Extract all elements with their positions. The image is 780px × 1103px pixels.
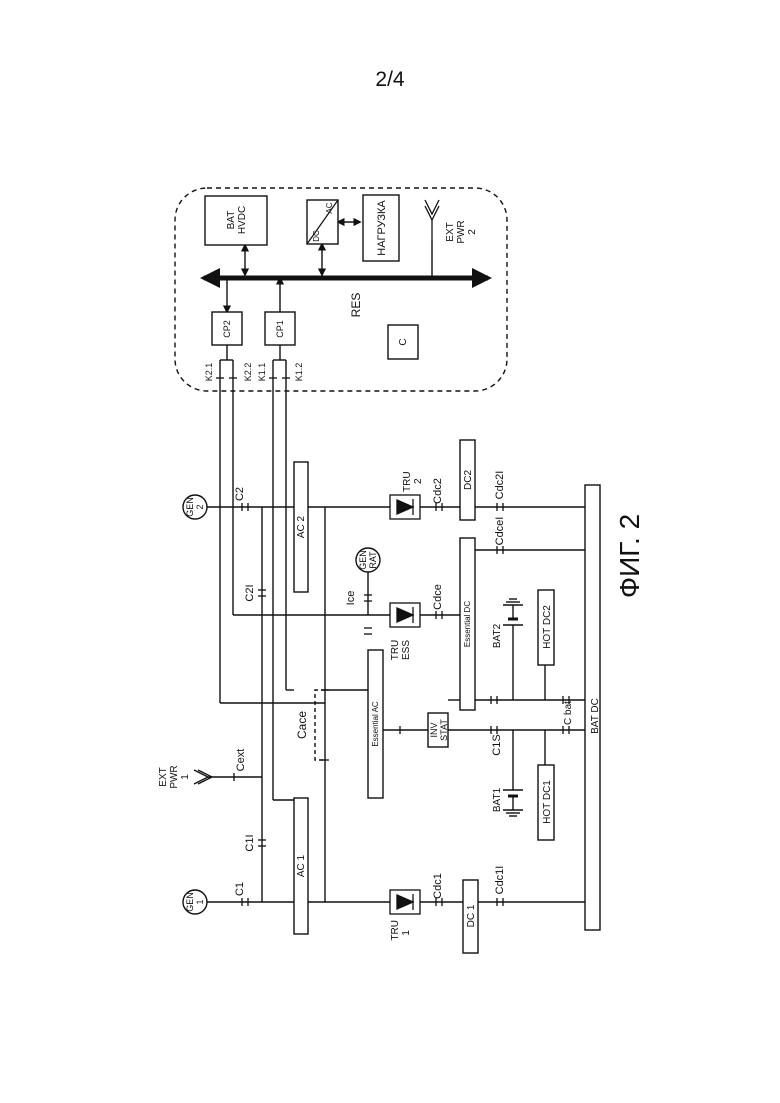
c1-label: C1 — [234, 882, 246, 896]
cdc2l-label: Cdc2I — [494, 471, 506, 500]
hot-dc2-label: HOT DC2 — [542, 605, 553, 649]
ext-pwr1-symbol — [194, 770, 212, 784]
res-label: RES — [349, 293, 363, 318]
essential-ac-label: Essential AC — [371, 701, 380, 747]
k11-label: K1.1 — [257, 363, 267, 382]
tru2-label: TRU2 — [402, 471, 424, 492]
k22-label: K2.2 — [243, 363, 253, 382]
ext-pwr1-label: EXTPWR1 — [158, 765, 191, 788]
tru1-symbol — [390, 890, 420, 914]
k12-label: K1.2 — [294, 363, 304, 382]
tru2-symbol — [390, 495, 420, 519]
ext-pwr2-symbol — [425, 200, 439, 240]
cdc1l-label: Cdc1I — [494, 866, 506, 895]
cdcel-label: CdceI — [494, 517, 506, 546]
cbat-label: C bat — [563, 701, 574, 725]
cp1-label: CP1 — [275, 320, 285, 338]
k21-label: K2.1 — [204, 363, 214, 382]
essential-dc-label: Essential DC — [463, 601, 472, 647]
cdce-label: Cdce — [432, 584, 444, 610]
hot-dc1-label: HOT DC1 — [542, 780, 553, 824]
c2-label: C2 — [234, 487, 246, 501]
cdc2-label: Cdc2 — [432, 478, 444, 504]
dc-ac-dc-label: DC — [312, 230, 321, 242]
cace-label: Cace — [295, 711, 309, 739]
cp2-label: CP2 — [222, 320, 232, 338]
cdc1-label: Cdc1 — [432, 873, 444, 899]
ice-label: Ice — [345, 591, 357, 606]
bat2-label: BAT2 — [492, 623, 503, 648]
ac1-label: AC 1 — [296, 854, 307, 877]
cext-label: Cext — [235, 749, 247, 772]
dc2-label: DC2 — [463, 470, 474, 490]
load-label: НАГРУЗКА — [376, 200, 388, 256]
c2l-label: C2I — [244, 584, 256, 601]
bat2-symbol — [503, 599, 523, 625]
bat1-label: BAT1 — [492, 787, 503, 812]
ac2-label: AC 2 — [296, 515, 307, 538]
dc1-label: DC 1 — [466, 904, 477, 927]
dc-ac-ac-label: AC — [325, 202, 334, 213]
gen-rat-label: GENRAT — [358, 550, 378, 570]
tru-ess-label: TRUESS — [390, 640, 412, 661]
c1s-label: C1S — [491, 734, 503, 755]
tru1-label: TRU1 — [390, 920, 412, 941]
bat-dc-label: BAT DC — [590, 698, 601, 734]
ext-pwr2-label: EXTPWR2 — [445, 220, 478, 243]
tru-ess-symbol — [390, 603, 420, 627]
c1l-label: C1I — [244, 834, 256, 851]
bat1-symbol — [503, 790, 523, 816]
c-box-label: C — [398, 338, 409, 345]
